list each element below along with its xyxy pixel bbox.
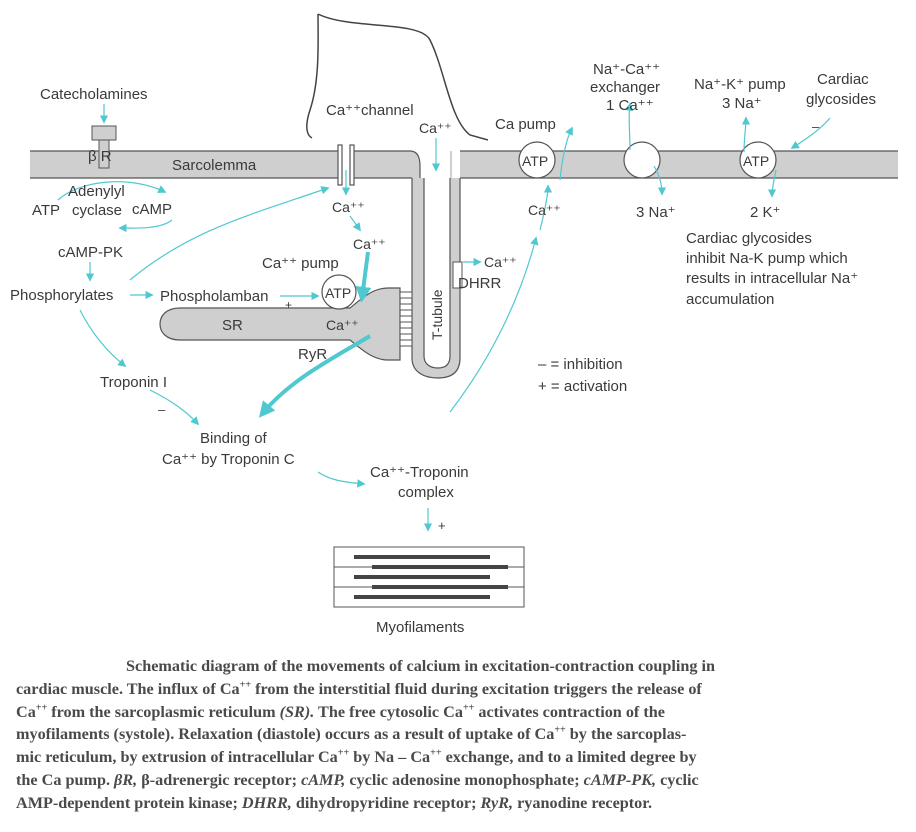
label-atp-membrane-2: ATP <box>743 153 769 169</box>
label-adenylyl: Adenylyl <box>68 183 125 200</box>
label-myofilaments: Myofilaments <box>376 619 464 636</box>
arrow-nak-k-in <box>767 169 777 198</box>
figure-caption: Schematic diagram of the movements of ca… <box>16 655 900 815</box>
label-complex-1: Ca⁺⁺-Troponin <box>370 464 469 481</box>
label-nak-pump-1: Na⁺-K⁺ pump <box>694 76 786 93</box>
label-sarcolemma: Sarcolemma <box>172 157 257 174</box>
label-phospholamban: Phospholamban <box>160 288 268 305</box>
caption-line: Schematic diagram of the movements of ca… <box>126 657 715 675</box>
calcium-diagram: Catecholamines β R ATP Adenylyl cyclase … <box>10 13 898 636</box>
ryr-feet <box>399 291 413 347</box>
arrow-ca-pump-out <box>559 126 573 181</box>
label-exchanger-1: Na⁺-Ca⁺⁺ <box>593 61 660 78</box>
label-two-k: 2 K⁺ <box>750 204 780 221</box>
label-binding-1: Binding of <box>200 430 268 447</box>
arrow-ca-to-pump <box>539 184 553 231</box>
label-atp-left: ATP <box>32 202 60 219</box>
sarcolemma-membrane-right <box>460 151 898 178</box>
label-ca-in-sr: Ca⁺⁺ <box>326 317 359 333</box>
caption-line: the Ca pump. βR, β-adrenergic receptor; … <box>16 770 699 789</box>
label-sr: SR <box>222 317 243 334</box>
label-binding-2: Ca⁺⁺ by Troponin C <box>162 451 295 468</box>
caption-line: mic reticulum, by extrusion of intracell… <box>16 747 697 767</box>
caption-line: myofilaments (systole). Relaxation (dias… <box>16 725 687 744</box>
extracellular-outline <box>306 13 489 141</box>
label-ca-pump-sr: Ca⁺⁺ pump <box>262 255 339 272</box>
arrow-ca-into-sr <box>355 251 372 303</box>
label-beta-r: β R <box>88 148 112 165</box>
pathway-arrows <box>57 102 831 532</box>
sarcoplasmic-reticulum <box>159 287 401 361</box>
arrow-glycosides <box>790 117 831 149</box>
label-camp-pk: cAMP-PK <box>58 244 123 261</box>
ca-channel <box>337 144 343 186</box>
label-nak-pump-2: 3 Na⁺ <box>722 95 762 112</box>
label-catecholamines: Catecholamines <box>40 86 148 103</box>
label-atp-sr: ATP <box>325 285 351 301</box>
label-plus-complex: + <box>438 518 446 533</box>
atp-circle-nak-pump <box>739 141 777 179</box>
label-complex-2: complex <box>398 484 454 501</box>
label-exchanger-2: exchanger <box>590 79 660 96</box>
label-ca-below-channel: Ca⁺⁺ <box>332 199 365 215</box>
caption-line: cardiac muscle. The influx of Ca++ from … <box>16 679 702 698</box>
label-note-3: results in intracellular Na⁺ <box>686 270 858 287</box>
legend-inhibition: – = inhibition <box>538 356 623 373</box>
label-ryr: RyR <box>298 346 327 363</box>
label-t-tubule: T-tubule <box>429 289 445 340</box>
label-ca-dhrr: Ca⁺⁺ <box>484 254 517 270</box>
beta-receptor <box>91 125 117 169</box>
label-glycosides-2: glycosides <box>806 91 876 108</box>
caption-line: AMP-dependent protein kinase; DHRR, dihy… <box>16 793 653 812</box>
label-note-1: Cardiac glycosides <box>686 230 812 247</box>
label-glycosides-1: Cardiac <box>817 71 869 88</box>
label-ca-ttubule-top: Ca⁺⁺ <box>419 120 452 136</box>
arrow-ca-ca <box>349 215 361 232</box>
arrow-phos-channel <box>129 186 330 281</box>
label-minus-troponin: – <box>158 402 166 417</box>
arrow-exchanger-na <box>653 165 667 196</box>
dhrr-receptor <box>452 261 463 289</box>
label-minus-glycosides: – <box>812 119 820 134</box>
arrow-binding-complex <box>317 471 366 488</box>
legend-activation: + = activation <box>538 378 627 395</box>
caption-line: Ca++ from the sarcoplasmic reticulum (SR… <box>16 702 665 721</box>
label-three-na: 3 Na⁺ <box>636 204 676 221</box>
arrow-atp-camp <box>57 181 167 201</box>
arrow-ca-return <box>449 236 539 413</box>
label-note-4: accumulation <box>686 291 774 308</box>
label-atp-membrane-1: ATP <box>522 153 548 169</box>
arrow-sr-to-binding <box>258 334 372 418</box>
label-ca-pump-membrane: Ca pump <box>495 116 556 133</box>
atp-circle-ca-pump <box>518 141 556 179</box>
label-dhrr: DHRR <box>458 275 501 292</box>
label-ca-channel: Ca⁺⁺channel <box>326 102 414 119</box>
label-phosphorylates: Phosphorylates <box>10 287 113 304</box>
label-note-2: inhibit Na-K pump which <box>686 250 848 267</box>
label-ca-lower: Ca⁺⁺ <box>353 236 386 252</box>
label-ca-right: Ca⁺⁺ <box>528 202 561 218</box>
label-troponin-i: Troponin I <box>100 374 167 391</box>
arrow-camp-pk <box>118 219 173 233</box>
arrow-exchanger-out <box>624 102 634 151</box>
arrow-to-troponin-i <box>79 309 127 368</box>
label-exchanger-3: 1 Ca⁺⁺ <box>606 97 654 114</box>
myofilaments-block <box>333 546 525 608</box>
label-plus-phospholamban: + <box>285 298 292 312</box>
label-cyclase: cyclase <box>72 202 122 219</box>
ca-release-arrows <box>258 251 372 418</box>
label-camp: cAMP <box>132 201 172 218</box>
exchanger-circle <box>623 141 661 179</box>
arrow-nak-na-out <box>741 116 751 153</box>
arrow-troponin-i-binding <box>149 389 200 426</box>
